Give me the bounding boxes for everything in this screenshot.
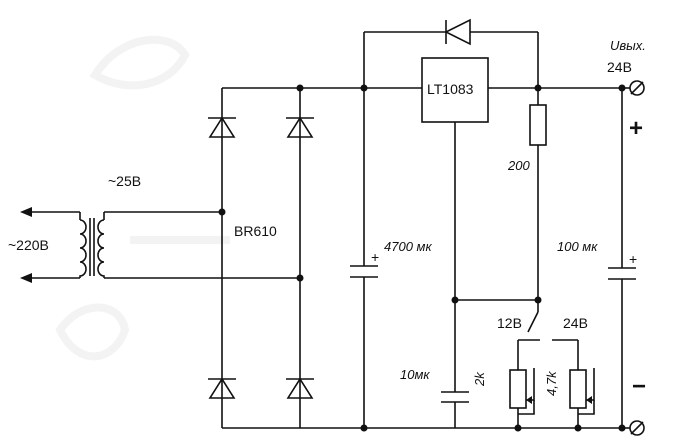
plus-sign: + [629, 115, 643, 142]
cap-4700-plus: + [371, 249, 379, 265]
protection-diode [363, 18, 539, 88]
resistor-200 [529, 84, 547, 300]
switch-24-label: 24В [563, 315, 588, 331]
potentiometer-4k7 [569, 368, 595, 432]
pot-4k7-label: 4,7k [544, 370, 559, 396]
voltage-switch [517, 300, 579, 370]
secondary-voltage: ~25В [108, 173, 141, 189]
pot-2k-label: 2k [472, 371, 487, 387]
mains-voltage: ~220В [8, 237, 49, 253]
output-voltage: 24В [607, 59, 632, 75]
cap-100-plus: + [629, 251, 637, 267]
output-title: Uвых. [610, 38, 646, 53]
switch-12-label: 12В [497, 315, 522, 331]
output-terminal-negative [622, 420, 645, 436]
regulator-name: LT1083 [427, 81, 474, 97]
capacitor-10 [441, 300, 469, 428]
transformer [20, 207, 300, 283]
arrow-left-icon [20, 273, 32, 283]
resistor-200-label: 200 [507, 158, 530, 173]
cap-100-label: 100 мк [557, 239, 598, 254]
potentiometer-2k [509, 368, 535, 432]
cap-10-label: 10мк [400, 367, 430, 382]
output-terminal-positive [622, 80, 645, 96]
diode-bridge [208, 84, 314, 428]
bridge-name: BR610 [234, 223, 277, 239]
arrow-left-icon [20, 207, 32, 217]
capacitor-4700 [350, 84, 378, 432]
watermark-logo [55, 35, 230, 361]
cap-4700-label: 4700 мк [384, 239, 432, 254]
minus-sign: − [632, 373, 646, 400]
